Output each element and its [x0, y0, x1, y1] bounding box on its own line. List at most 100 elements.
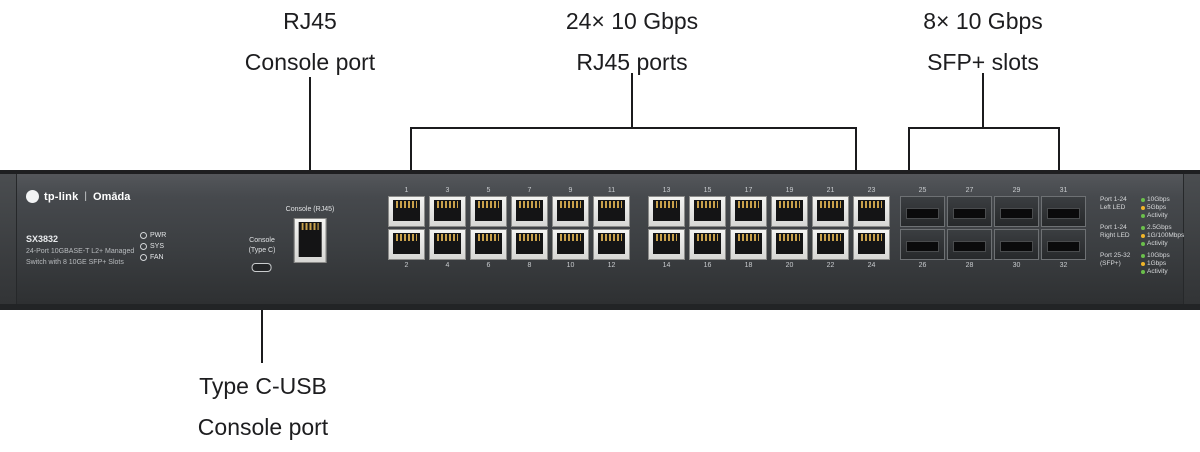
rj45-pins [301, 222, 319, 230]
callout-sfp-slots-line1: 8× 10 Gbps [923, 8, 1043, 34]
brand-sub-name: Omāda [93, 190, 131, 203]
legend-item: Activity [1141, 268, 1170, 275]
console-typec-label-line2: (Type C) [248, 246, 276, 254]
rj45-port [812, 229, 849, 260]
port-column: 21 22 [812, 186, 849, 270]
rj45-port [388, 229, 425, 260]
rj45-port [429, 229, 466, 260]
rack-ear-left [0, 174, 17, 304]
leader-line-rj45-ports-bracket [410, 127, 857, 129]
port-number: 9 [568, 187, 573, 194]
leader-line-rj45-ports-stem [631, 73, 633, 129]
port-number: 29 [1012, 187, 1021, 194]
port-number: 22 [826, 262, 835, 269]
brand-name: tp-link [44, 190, 79, 203]
legend-title-line2: (SFP+) [1100, 260, 1121, 268]
legend-item-label: Activity [1147, 212, 1168, 219]
sfp-slot [1041, 229, 1086, 260]
port-number: 2 [404, 262, 409, 269]
led-color-dot [1141, 205, 1145, 210]
legend-title: Port 25-32(SFP+) [1100, 252, 1136, 275]
callout-rj45-ports: 24× 10 Gbps RJ45 ports [566, 1, 698, 83]
usb-c-console-port [252, 262, 272, 272]
legend-item-label: Activity [1147, 268, 1168, 275]
legend-item-label: 2.5Gbps [1147, 224, 1172, 231]
sfp-slot [994, 196, 1039, 227]
rj45-port [771, 229, 808, 260]
console-typec-label-line1: Console [249, 237, 275, 244]
rj45-port [593, 229, 630, 260]
rj45-port [511, 229, 548, 260]
port-number: 7 [527, 187, 532, 194]
legend-title-line2: Right LED [1100, 232, 1130, 240]
port-number: 17 [744, 187, 753, 194]
legend-item: 1G/100Mbps [1141, 232, 1184, 239]
rj45-pins [560, 234, 581, 241]
leader-line-sfp-right-drop [1058, 127, 1060, 187]
rj45-pins [656, 201, 677, 208]
port-number: 27 [965, 187, 974, 194]
port-number: 3 [445, 187, 450, 194]
port-number: 19 [785, 187, 794, 194]
fan-led-label: FAN [150, 254, 164, 261]
sys-led-label: SYS [150, 243, 165, 250]
sfp-opening [1000, 208, 1033, 219]
rj45-pins [519, 234, 540, 241]
console-typec-area: Console (Type C) [248, 236, 276, 272]
sys-led-icon [140, 243, 147, 250]
callout-typec-console-line1: Type C-USB [199, 373, 327, 399]
callout-typec-console-line2: Console port [197, 414, 329, 440]
led-color-dot [1141, 241, 1145, 246]
fan-led-row: FAN [140, 254, 166, 261]
sfp-opening [953, 208, 986, 219]
port-number: 24 [867, 262, 876, 269]
leader-line-rj45-ports-right-drop [855, 127, 857, 187]
rj45-pins [779, 234, 800, 241]
port-number: 1 [404, 187, 409, 194]
port-number: 25 [918, 187, 927, 194]
port-number: 14 [662, 262, 671, 269]
led-color-dot [1141, 197, 1145, 202]
leader-line-typec-console [261, 279, 263, 363]
rj45-port [812, 196, 849, 227]
legend-item: 1Gbps [1141, 260, 1170, 267]
legend-item: 5Gbps [1141, 204, 1170, 211]
rj45-pins [601, 234, 622, 241]
rj45-port [648, 196, 685, 227]
model-description-line2: Switch with 8 10GE SFP+ Slots [26, 258, 124, 266]
brand-divider: | [84, 191, 88, 202]
port-number: 10 [566, 262, 575, 269]
callout-rj45-console: RJ45 Console port [245, 1, 375, 83]
rj45-port [771, 196, 808, 227]
rj45-pins [519, 201, 540, 208]
port-column: 11 12 [593, 186, 630, 270]
led-color-dot [1141, 225, 1145, 230]
rj45-pins [697, 201, 718, 208]
led-color-dot [1141, 269, 1145, 274]
port-number: 5 [486, 187, 491, 194]
pwr-led-row: PWR [140, 232, 166, 239]
callout-sfp-slots: 8× 10 Gbps SFP+ slots [923, 1, 1043, 83]
port-number: 21 [826, 187, 835, 194]
rj45-pins [861, 201, 882, 208]
legend-item: 10Gbps [1141, 196, 1170, 203]
led-color-dot [1141, 233, 1145, 238]
port-number: 26 [918, 262, 927, 269]
callout-rj45-ports-line2: RJ45 ports [576, 49, 688, 75]
port-number: 11 [607, 187, 616, 194]
port-number: 30 [1012, 262, 1021, 269]
port-number: 12 [607, 262, 616, 269]
sfp-slot [1041, 196, 1086, 227]
port-column: 9 10 [552, 186, 589, 270]
